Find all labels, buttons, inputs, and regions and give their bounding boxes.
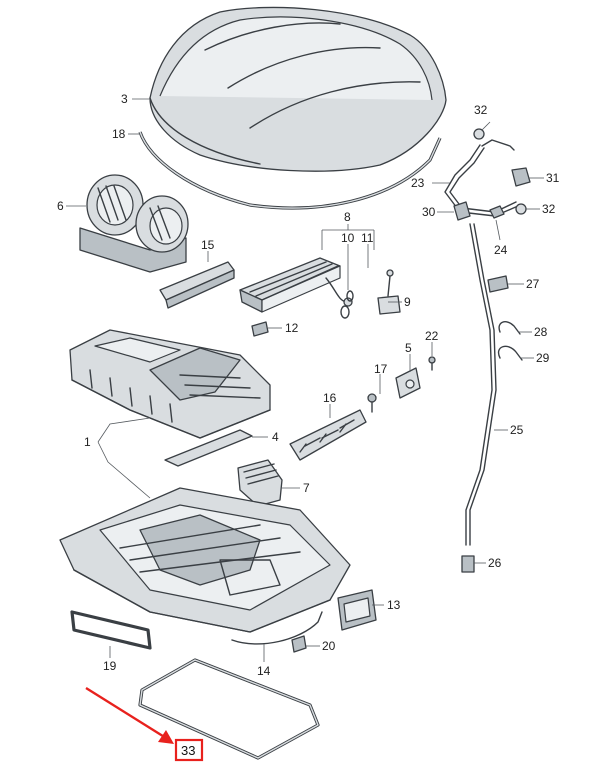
part-33-gasket [138,658,320,760]
part-15-filter-strip [159,261,235,309]
part-24-connector [489,205,505,219]
callout-28: 28 [534,325,548,339]
callout-9: 9 [404,295,411,309]
part-3-top-cover [149,6,447,172]
callout-7: 7 [303,481,310,495]
callout-14: 14 [257,664,271,678]
part-28-clip [498,321,521,335]
callout-27: 27 [526,277,540,291]
part-31-holder [511,167,531,187]
callout-31: 31 [546,171,560,185]
part-26-fitting [461,555,475,573]
callout-20: 20 [322,639,336,653]
callout-13: 13 [387,598,401,612]
leader-1 [97,417,151,499]
callout-29: 29 [536,351,550,365]
callout-4: 4 [272,430,279,444]
highlight-box [174,738,204,762]
part-5-actuator [395,367,421,399]
leader-lines [66,98,544,662]
callout-26: 26 [488,556,502,570]
part-29-clip [497,345,523,361]
part-25-pipe [465,223,497,546]
callout-16: 16 [323,391,337,405]
part-13-seal-pad [337,589,377,631]
part-6-blower-motor [79,174,189,273]
part-30-holder [453,201,471,221]
part-32-clamp-b [515,203,527,215]
callout-32-mid: 32 [542,202,556,216]
part-17-screw [367,393,377,413]
part-19-filter-frame [70,610,152,650]
callout-10: 10 [341,231,355,245]
callout-33: 33 [181,743,195,758]
callout-6: 6 [57,199,64,213]
callout-19: 19 [103,659,117,673]
highlight-part-33: 33 [85,686,204,762]
callout-18: 18 [112,127,126,141]
part-22-screw [428,356,436,371]
part-7-fan-resistor [237,459,283,507]
part-10-o-ring [346,290,354,302]
part-27-clip [487,275,509,293]
part-8-heat-exchanger [239,257,353,313]
part-18-seal [138,131,442,210]
part-23-pipe [444,139,519,217]
callout-22: 22 [425,329,439,343]
callout-25: 25 [510,423,524,437]
callout-labels: 3 18 6 15 8 10 11 9 12 22 5 17 16 1 4 7 … [57,92,560,678]
callout-8: 8 [344,210,351,224]
callout-23: 23 [411,176,425,190]
callout-32-top: 32 [474,103,488,117]
callout-15: 15 [201,238,215,252]
part-20-clip [291,635,307,653]
callout-12: 12 [285,321,299,335]
part-4-flap [164,429,253,467]
callout-1: 1 [84,435,91,449]
part-32-clamp-a [473,128,485,140]
part-housing-lower [59,487,351,633]
highlight-arrow-head [158,730,174,744]
part-9-sensor [377,269,401,315]
callout-11: 11 [361,231,374,245]
part-12-connector [251,321,269,337]
callout-3: 3 [121,92,128,106]
part-1-housing-upper [69,329,271,439]
highlight-arrow [85,686,167,740]
callout-24: 24 [494,243,508,257]
part-11-o-ring [340,305,350,319]
callout-5: 5 [405,341,412,355]
callout-30: 30 [422,205,436,219]
part-16-air-flap [289,409,367,461]
part-14-cable [231,611,323,645]
callout-17: 17 [374,362,388,376]
